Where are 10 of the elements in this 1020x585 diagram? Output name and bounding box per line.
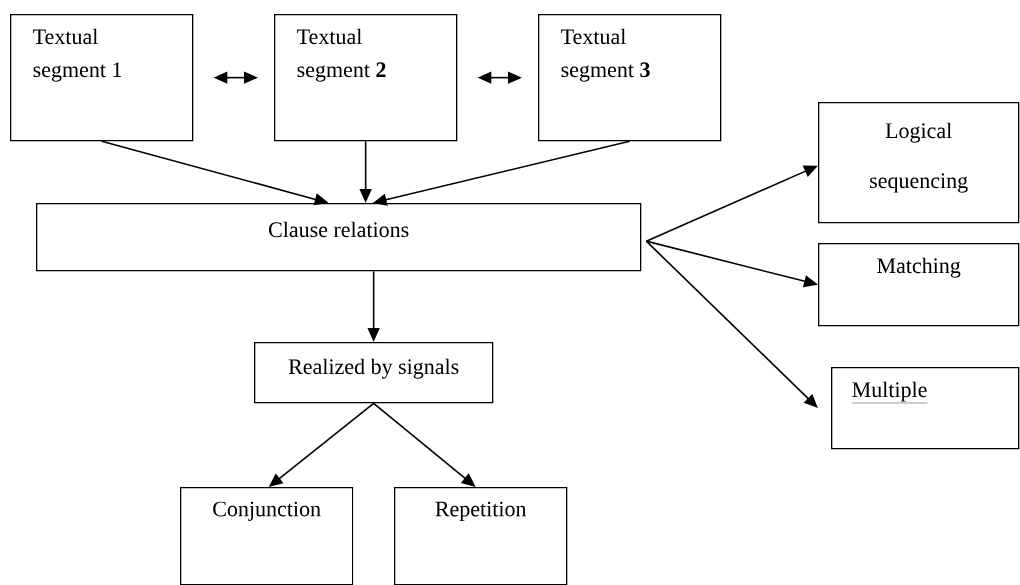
text-box: Clause relations <box>36 203 642 272</box>
text-box: Repetition <box>394 487 568 585</box>
text-box: Multiple <box>831 367 1020 450</box>
text-box: Logical sequencing <box>818 102 1020 224</box>
text-box: Textual segment 3 <box>538 14 722 142</box>
text-box: Textual segment 2 <box>274 14 458 142</box>
text-box: Conjunction <box>180 487 354 585</box>
text-box: Textual segment 1 <box>10 14 194 142</box>
text-box: Matching <box>818 243 1020 327</box>
text-box: Realized by signals <box>254 342 494 404</box>
